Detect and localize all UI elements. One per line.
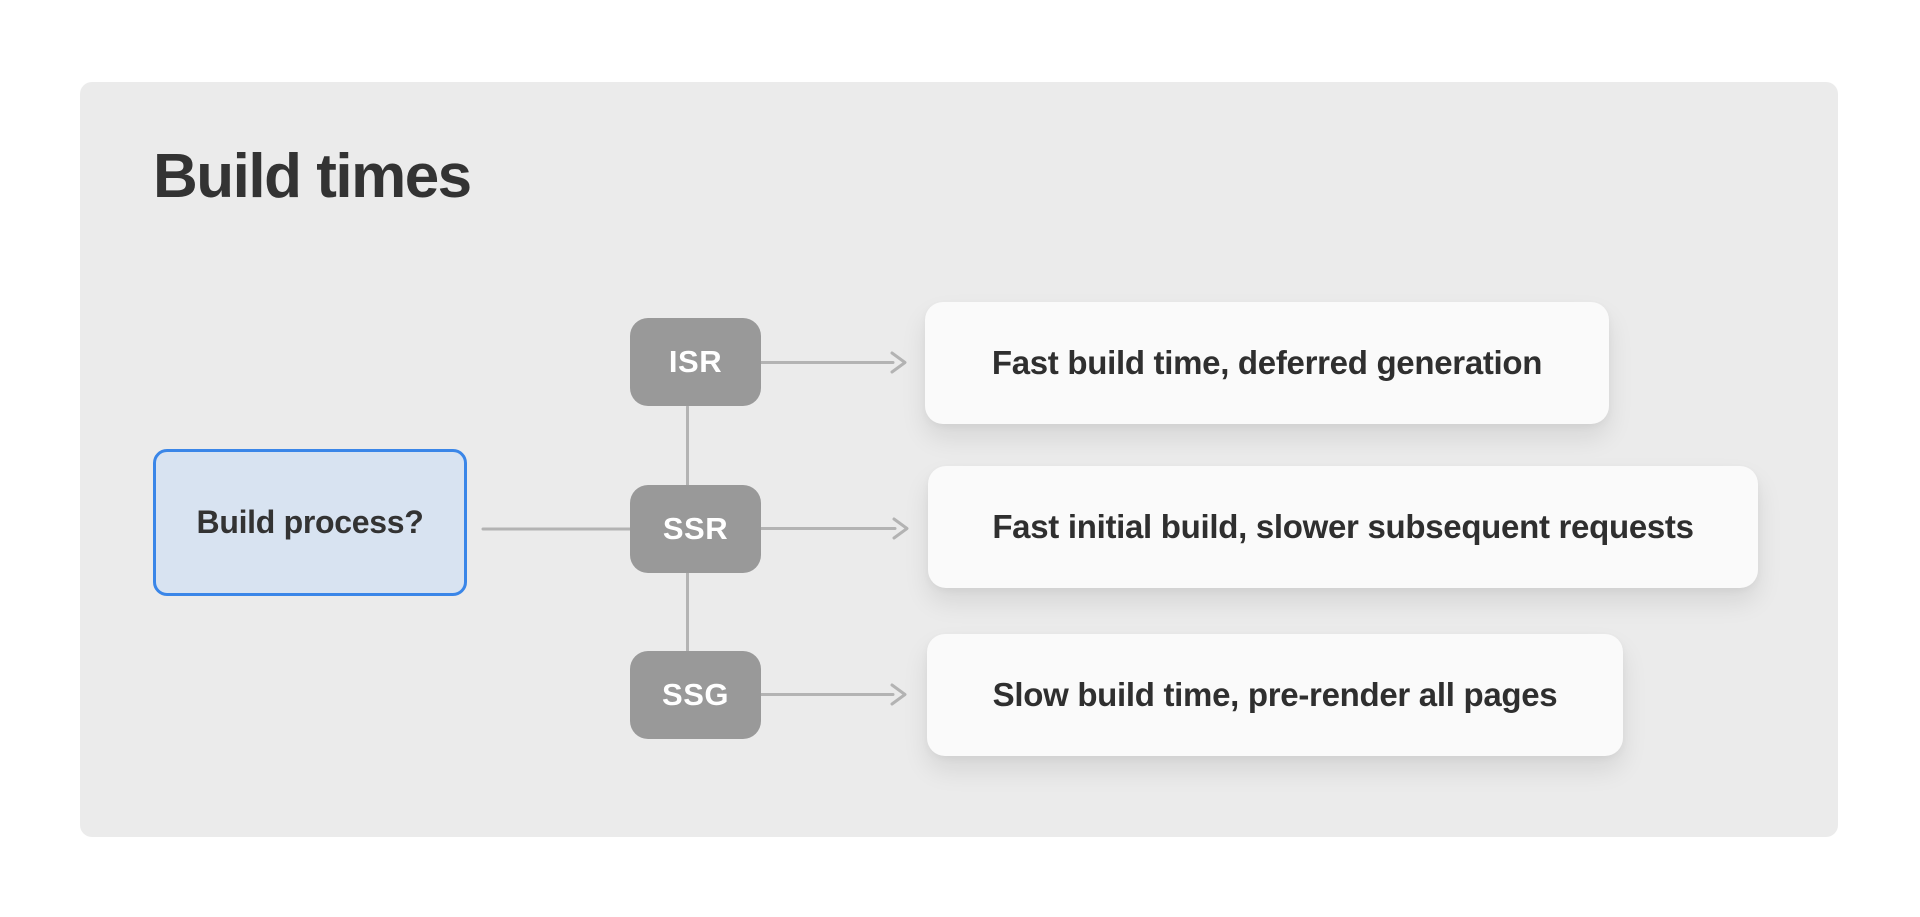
diagram-title: Build times: [153, 142, 472, 211]
result-ssg-label: Slow build time, pre-render all pages: [992, 676, 1558, 713]
node-isr-label: ISR: [668, 344, 723, 379]
node-ssg-label: SSG: [662, 677, 729, 712]
result-box-ssr[interactable]: Fast initial build, slower subsequent re…: [928, 466, 1758, 588]
result-ssr-label: Fast initial build, slower subsequent re…: [992, 508, 1694, 545]
result-isr-label: Fast build time, deferred generation: [991, 344, 1543, 381]
result-box-isr[interactable]: Fast build time, deferred generation: [925, 302, 1609, 424]
node-ssr[interactable]: SSR: [630, 485, 761, 573]
node-isr[interactable]: ISR: [630, 318, 761, 406]
node-ssr-label: SSR: [662, 511, 729, 546]
node-ssg[interactable]: SSG: [630, 651, 761, 739]
node-build-process[interactable]: Build process?: [153, 449, 467, 596]
node-build-process-label: Build process?: [196, 504, 424, 540]
result-box-ssg[interactable]: Slow build time, pre-render all pages: [927, 634, 1623, 756]
